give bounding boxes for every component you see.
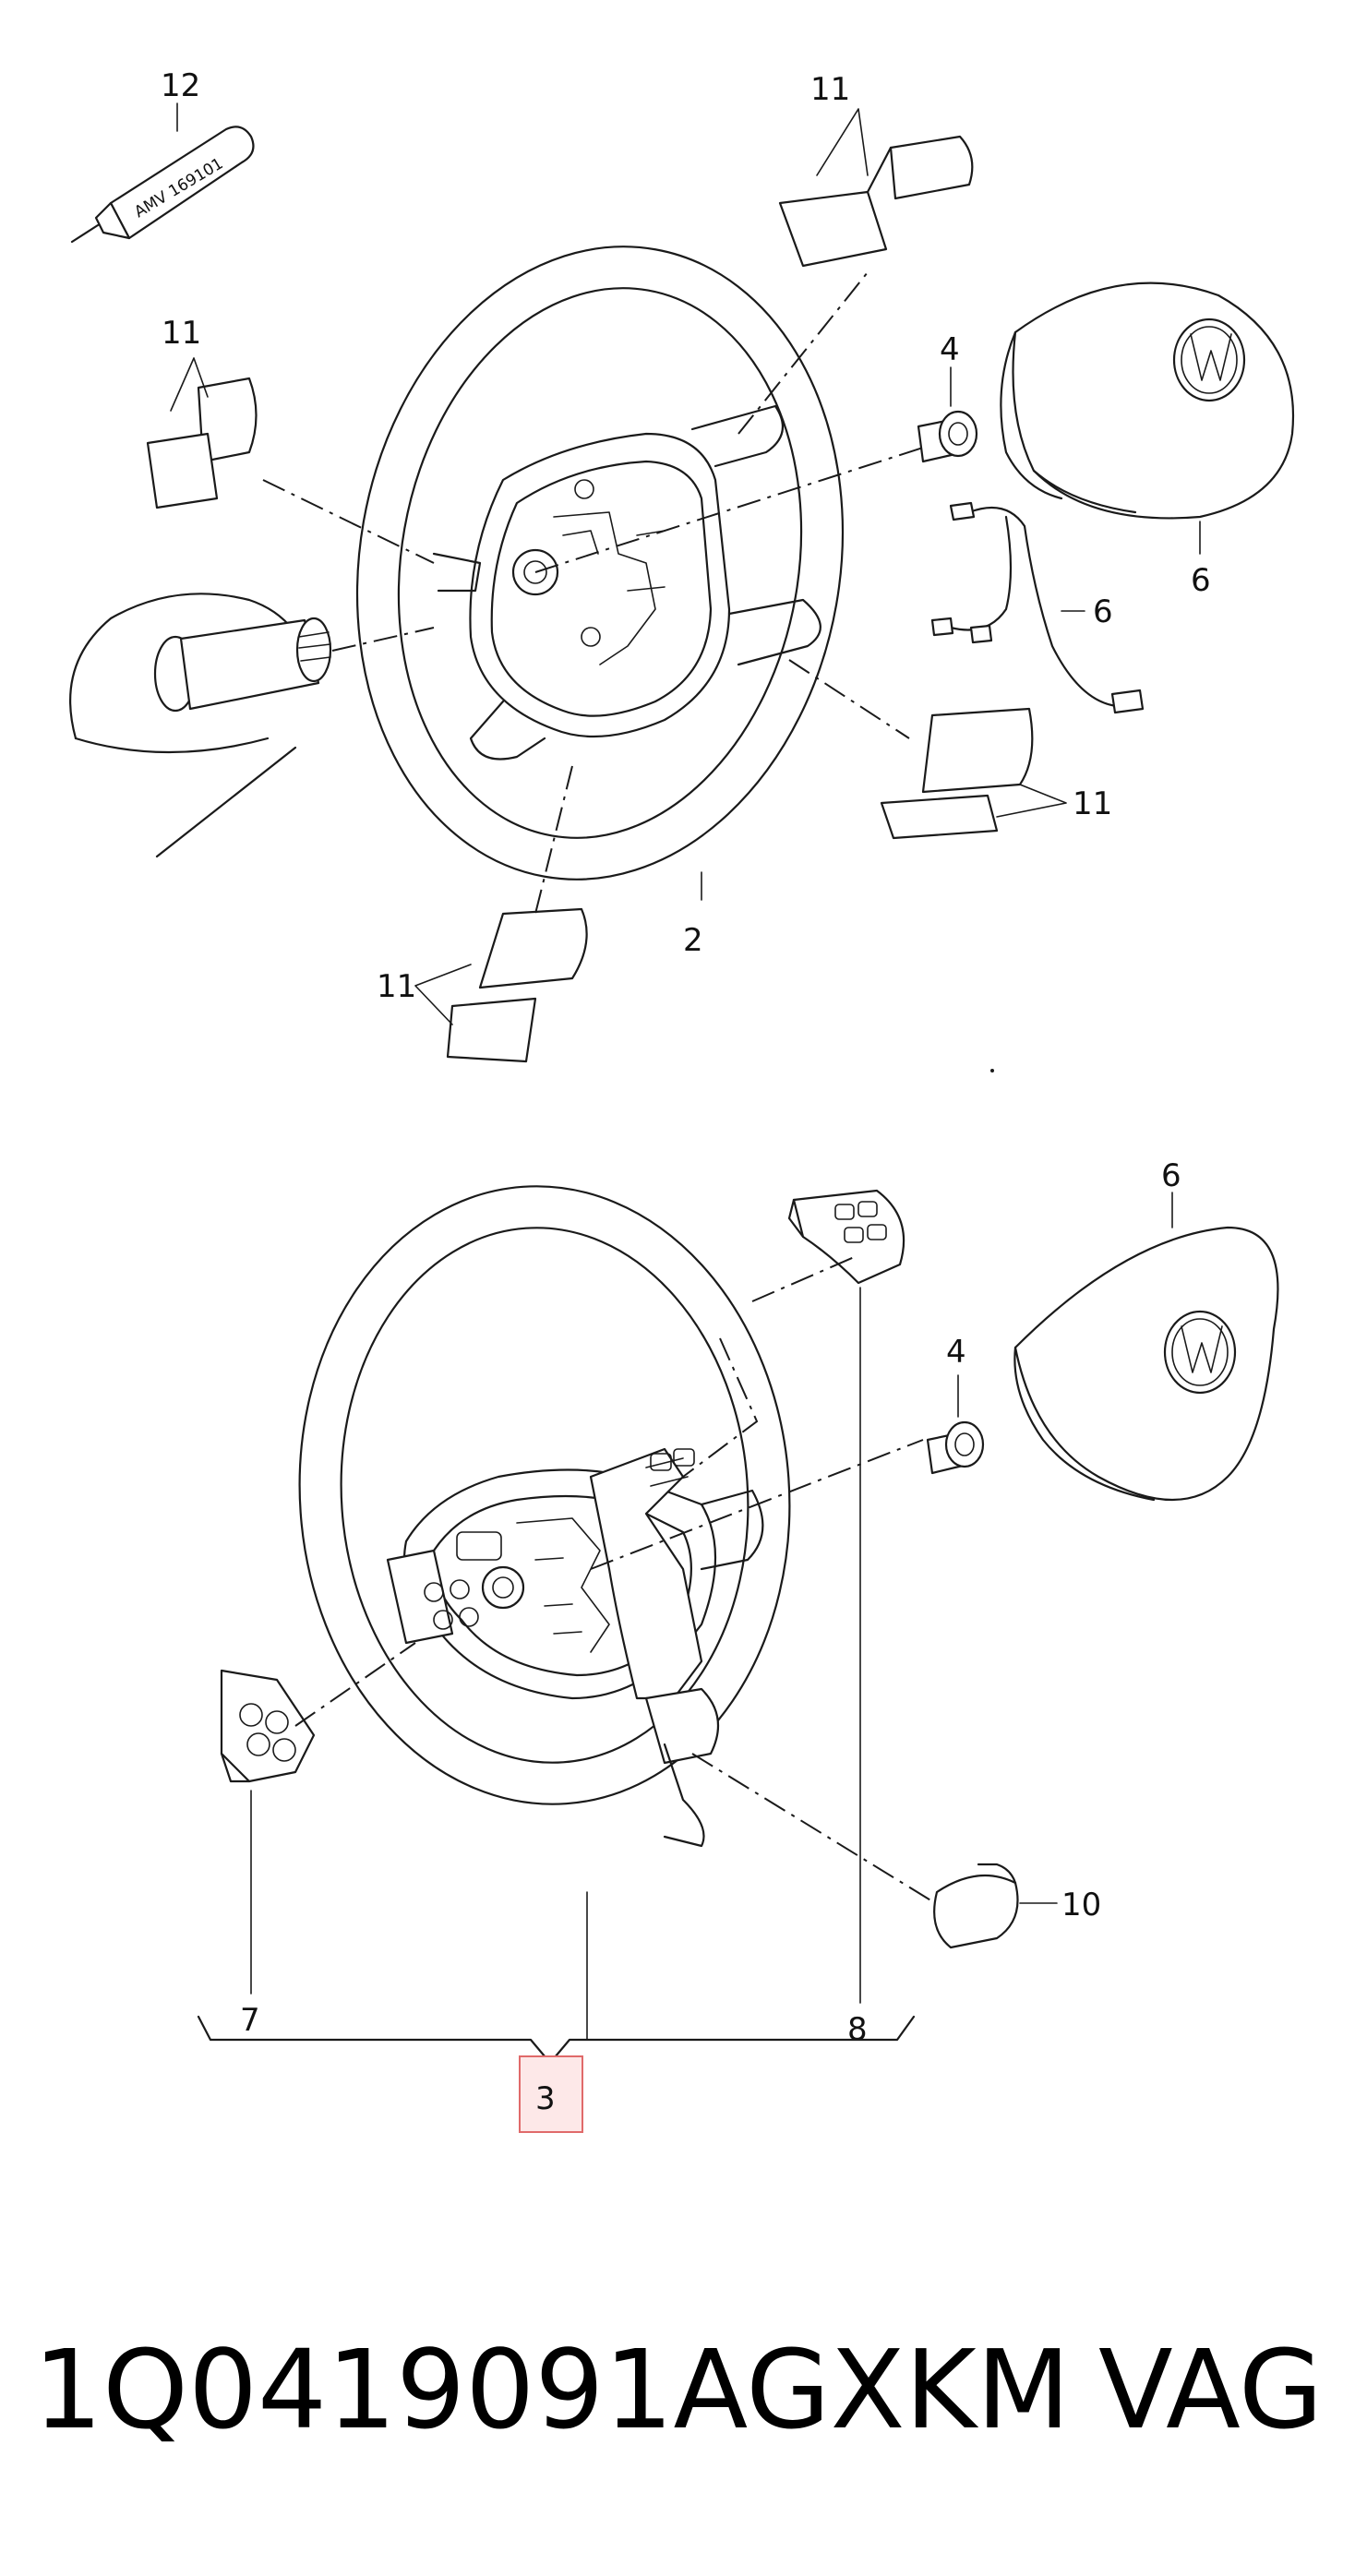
callout-4-top: 4 [940, 331, 960, 368]
trim-cover-bottom [446, 907, 588, 1063]
callout-11-bottom: 11 [377, 968, 416, 1005]
callout-3: 3 [535, 2080, 556, 2117]
left-switch-panel [220, 1669, 316, 1783]
adhesive-tube: AMV 169101 [70, 126, 255, 244]
right-switch-panel [787, 1189, 905, 1285]
bolt-lower [926, 1420, 985, 1475]
callout-10: 10 [1061, 1887, 1101, 1923]
brand-label: VAG [1098, 2326, 1323, 2453]
steering-column [69, 593, 332, 858]
part-number: 1Q0419091AGXKM [33, 2326, 1071, 2453]
trim-cover-right [880, 707, 1034, 840]
steering-wheel-four-spoke [355, 246, 845, 881]
callout-8: 8 [847, 2011, 868, 2048]
bolt [917, 410, 978, 463]
callout-4-lower: 4 [946, 1334, 966, 1371]
callout-3-highlight [519, 2055, 583, 2133]
callout-11-right: 11 [1073, 785, 1112, 822]
callout-6-wire: 6 [1093, 593, 1113, 630]
callout-6-right: 6 [1191, 562, 1211, 599]
airbag-module [1000, 282, 1295, 520]
airbag-module-lower [1013, 1226, 1279, 1502]
callout-11-top: 11 [810, 71, 850, 108]
trim-cover-top [778, 135, 974, 268]
callout-6-lower: 6 [1161, 1157, 1181, 1194]
callout-7: 7 [240, 2002, 260, 2039]
callout-11-left: 11 [162, 315, 201, 352]
spoke-cover [933, 1863, 1019, 1949]
steering-wheel-three-spoke [298, 1185, 791, 1848]
wiring-harness [930, 501, 1145, 714]
trim-cover-left [146, 377, 258, 509]
callout-12: 12 [161, 67, 200, 104]
callout-2: 2 [683, 922, 703, 959]
